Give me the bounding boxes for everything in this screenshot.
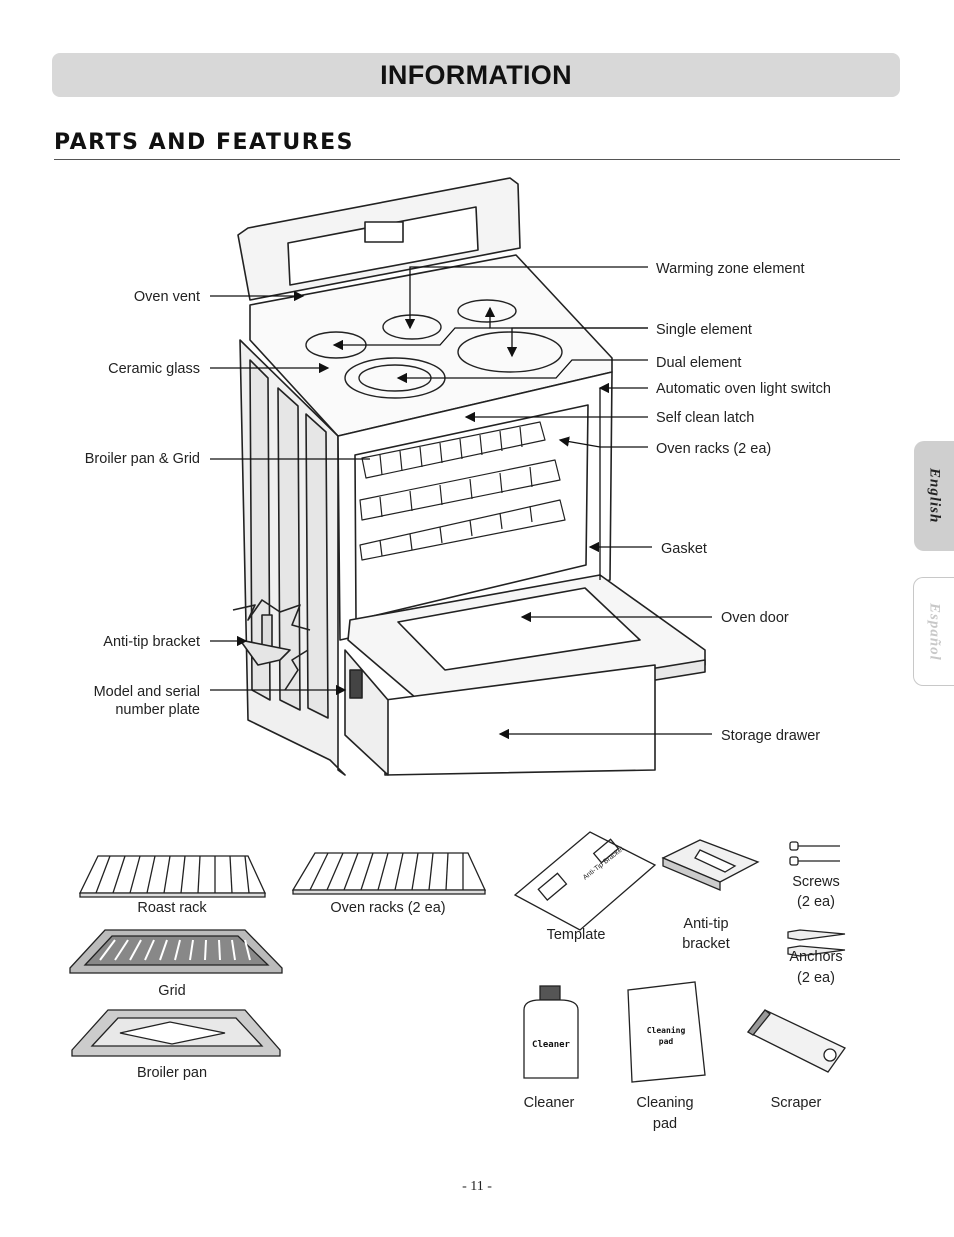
pad-bag-text-2: pad — [659, 1037, 674, 1046]
header-title: INFORMATION — [380, 59, 572, 90]
label-model-serial-1: Model and serial — [93, 684, 200, 700]
label-cleaner: Cleaner — [523, 1095, 575, 1111]
label-anti-tip-2: bracket — [682, 936, 730, 952]
grid-illustration — [69, 929, 283, 974]
label-oven-racks-accessory: Oven racks (2 ea) — [330, 900, 446, 916]
label-grid: Grid — [158, 983, 186, 999]
cleaner-bottle-illustration — [523, 985, 579, 1079]
template-illustration — [513, 831, 657, 931]
label-model-serial-2: number plate — [115, 702, 200, 718]
label-cleaning-pad-2: pad — [652, 1116, 678, 1132]
screws-illustration — [789, 841, 840, 866]
label-warming-zone: Warming zone element — [656, 261, 805, 277]
label-gasket: Gasket — [661, 541, 707, 557]
label-anchors-2: (2 ea) — [797, 970, 835, 986]
page-number: - 11 - — [462, 1179, 492, 1194]
section-divider — [54, 159, 900, 160]
label-cleaning-pad-1: Cleaning — [636, 1095, 694, 1111]
label-oven-door: Oven door — [721, 610, 789, 626]
label-storage-drawer: Storage drawer — [721, 728, 821, 744]
tab-espanol-label: Español — [926, 602, 943, 661]
tab-espanol[interactable]: Español — [913, 577, 954, 686]
label-scraper: Scraper — [770, 1095, 822, 1111]
pad-bag-text-1: Cleaning — [647, 1025, 686, 1035]
label-oven-racks: Oven racks (2 ea) — [656, 441, 772, 457]
label-roast-rack: Roast rack — [137, 900, 207, 916]
label-ceramic-glass: Ceramic glass — [108, 361, 200, 377]
label-screws-1: Screws — [792, 874, 840, 890]
cleaner-bottle-text: Cleaner — [532, 1040, 571, 1050]
cleaning-pad-illustration — [627, 981, 706, 1083]
label-dual-element: Dual element — [656, 355, 742, 371]
label-single-element: Single element — [656, 322, 752, 338]
anti-tip-bracket-illustration — [661, 839, 760, 891]
label-broiler-pan: Broiler pan — [136, 1065, 208, 1081]
label-oven-vent: Oven vent — [133, 289, 200, 305]
roast-rack-illustration — [78, 855, 267, 898]
broiler-pan-illustration — [71, 1009, 281, 1057]
oven-rack-illustration — [291, 852, 487, 895]
header-bar: INFORMATION — [52, 53, 900, 97]
label-broiler-pan-grid: Broiler pan & Grid — [84, 451, 200, 467]
tab-english[interactable]: English — [914, 441, 954, 551]
anchors-illustration — [787, 929, 846, 957]
label-anti-tip-1: Anti-tip — [683, 916, 729, 932]
label-template: Template — [546, 927, 606, 943]
tab-english-label: English — [926, 468, 943, 524]
section-title: PARTS AND FEATURES — [54, 130, 355, 155]
label-self-clean-latch: Self clean latch — [656, 410, 755, 426]
label-oven-light-switch: Automatic oven light switch — [656, 381, 831, 397]
label-anchors-1: Anchors — [789, 949, 843, 965]
label-anti-tip-bracket: Anti-tip bracket — [103, 634, 200, 650]
label-screws-2: (2 ea) — [797, 894, 835, 910]
scraper-illustration — [747, 1009, 846, 1073]
